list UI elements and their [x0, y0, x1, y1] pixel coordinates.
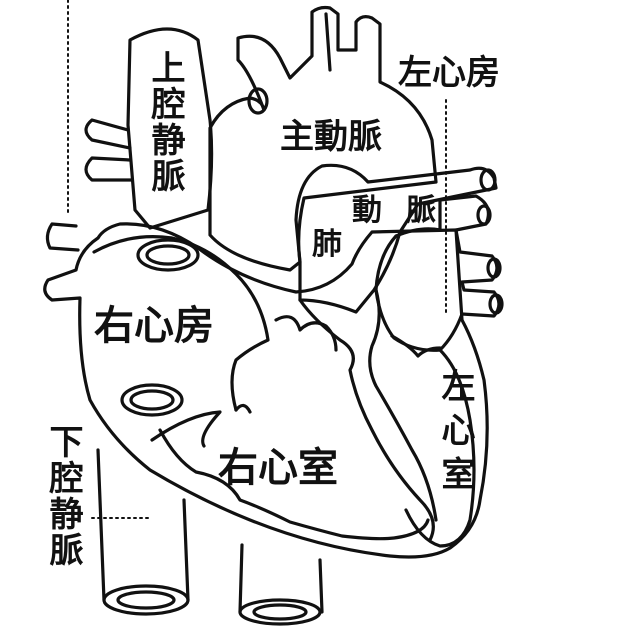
tricuspid-valve: [150, 403, 252, 448]
aorta-branch-opening: [247, 87, 269, 115]
ivc-opening-inner: [116, 590, 176, 610]
leader-lines: [67, 0, 447, 519]
pulmonary-valve: [274, 315, 338, 352]
ivc-inlet-opening-inner: [129, 389, 175, 411]
label-pulmonary-artery-mai: 脈: [406, 193, 436, 228]
inferior-vena-cava: [96, 448, 190, 602]
septum-inner-wall: [368, 288, 438, 522]
interventricular-septum: [298, 298, 435, 542]
left-atrium: [374, 194, 501, 352]
pulmonary-vein-opening-2: [486, 257, 502, 279]
pulmonary-vein-opening-3: [488, 293, 504, 315]
svc-branch-lower: [84, 156, 134, 182]
right-atrium-wall: [92, 235, 270, 412]
svc-inlet-opening-inner: [145, 244, 191, 266]
svc-inlet-opening: [136, 238, 200, 272]
pulmonary-vein-opening-1: [476, 204, 492, 226]
aorta: [208, 5, 438, 272]
right-ventricle-wall: [158, 428, 430, 541]
left-ventricle-wall: [404, 348, 476, 548]
label-aorta: 主動脈: [280, 117, 382, 157]
svc-branch-upper: [84, 118, 132, 150]
ivc-inlet-opening: [120, 383, 184, 417]
label-left-ventricle: 左心室: [435, 368, 475, 500]
descending-aorta: [238, 543, 324, 614]
descending-aorta-opening-inner: [252, 603, 308, 621]
label-right-ventricle: 右心室: [218, 445, 338, 491]
label-inferior-vena-cava: 下腔静脈: [43, 424, 83, 568]
ivc-opening: [102, 584, 190, 616]
label-right-atrium: 右心房: [94, 303, 214, 349]
label-pulmonary-artery-dong: 動: [352, 193, 382, 228]
label-superior-vena-cava: 上腔静脈: [145, 50, 185, 194]
left-vessel-stub: [45, 222, 80, 252]
descending-aorta-opening: [238, 598, 322, 626]
label-left-atrium: 左心房: [398, 53, 500, 93]
label-pulmonary-artery-fei: 肺: [312, 227, 342, 262]
heart-outline: [43, 222, 489, 559]
pulmonary-artery-opening: [479, 168, 497, 192]
mitral-valve: [390, 334, 442, 358]
aorta-branch-line: [324, 12, 332, 72]
